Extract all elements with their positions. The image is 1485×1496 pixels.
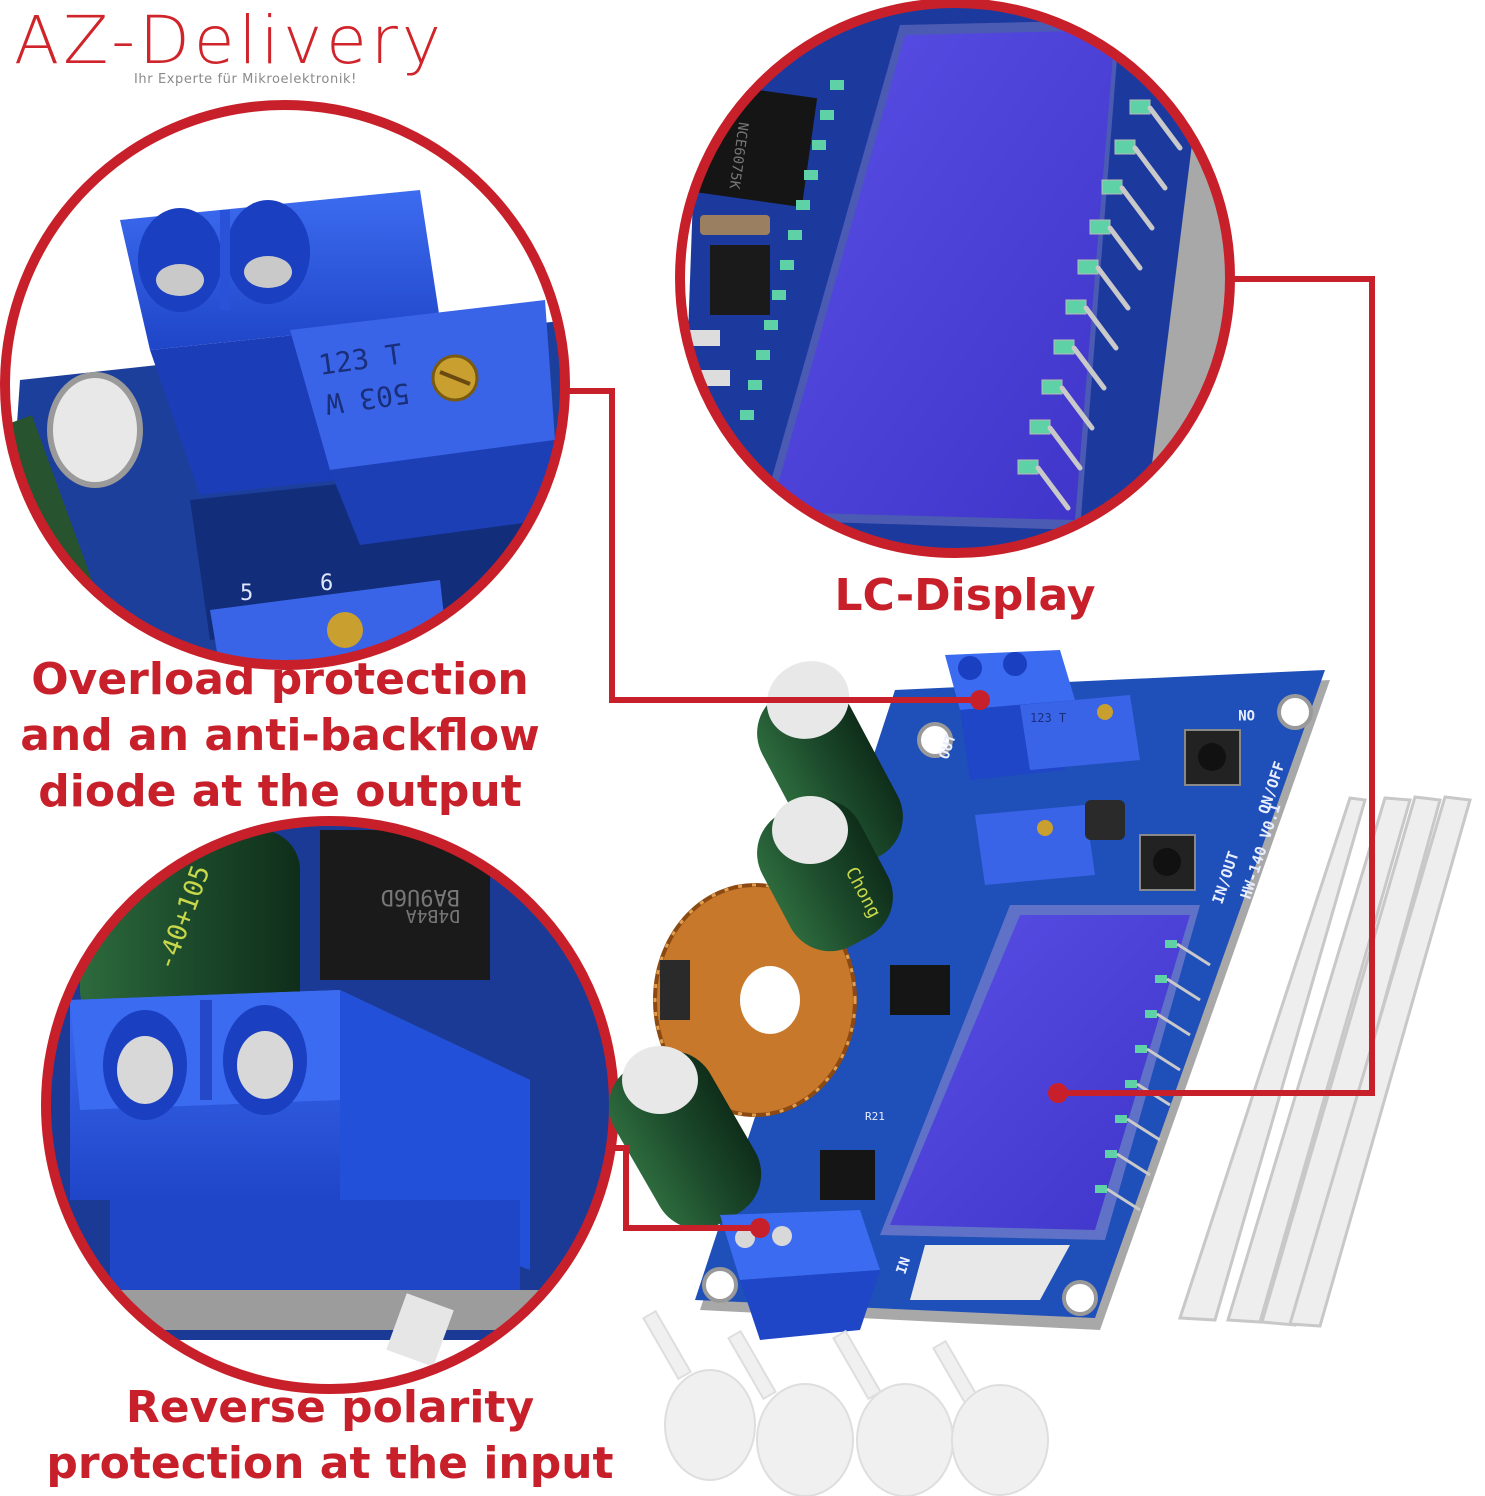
label-out: OUT xyxy=(937,732,960,761)
brand-header: AZ-Delivery Ihr Experte für Mikroelektro… xyxy=(14,8,484,88)
label-r21: R21 xyxy=(865,1110,885,1123)
mosfet-chip xyxy=(890,965,950,1015)
caption-line: and an anti-backflow xyxy=(20,710,540,761)
zoom-circle-output: 123 T 503 W 5 6 xyxy=(0,100,570,670)
caption-line: protection at the input xyxy=(46,1438,614,1489)
potentiometers: 123 T xyxy=(975,695,1140,885)
caption-line: Reverse polarity xyxy=(125,1382,535,1433)
caption-line: LC-Display xyxy=(834,570,1096,621)
svg-text:6: 6 xyxy=(320,571,333,596)
svg-text:5: 5 xyxy=(240,581,253,606)
caption-line: diode at the output xyxy=(38,766,522,817)
label-in: IN xyxy=(894,1255,914,1276)
label-on: ON xyxy=(1238,706,1255,722)
lcd-pin-header xyxy=(1017,99,1183,511)
caption-reverse-polarity: Reverse polarity protection at the input xyxy=(40,1380,620,1492)
brand-logo: AZ-Delivery xyxy=(14,2,445,79)
heatsinks xyxy=(1177,795,1472,1328)
zoom-circle-lcd: NCE6075K xyxy=(675,0,1235,558)
svg-text:D4B4A: D4B4A xyxy=(406,905,460,926)
lcd-screen xyxy=(770,30,1115,520)
plastic-standoffs xyxy=(642,1309,1049,1496)
zoom-circle-input: -40+105 BA9U6D D4B4A xyxy=(41,816,619,1394)
caption-overload: Overload protection and an anti-backflow… xyxy=(10,652,550,820)
callout-dot-reverse xyxy=(750,1218,770,1238)
callout-line-lcd xyxy=(1058,276,1375,1096)
capacitors: Chong xyxy=(608,661,903,1229)
hw140-board: Chong 123 T H xyxy=(608,650,1472,1340)
board-lcd xyxy=(880,905,1211,1300)
smd-inductor xyxy=(1085,800,1125,840)
tactile-buttons xyxy=(1139,729,1241,891)
brand-tagline: Ihr Experte für Mikroelektronik! xyxy=(134,72,357,87)
callout-dot-lcd xyxy=(1048,1083,1068,1103)
callout-line-overload xyxy=(562,388,980,703)
svg-text:123 T: 123 T xyxy=(1030,711,1066,725)
callout-dot-overload xyxy=(970,690,990,710)
diode-chip xyxy=(820,1150,875,1200)
caption-lcd: LC-Display xyxy=(820,570,1110,622)
diode-marking: BA9U6D xyxy=(381,884,460,909)
caption-line: Overload protection xyxy=(31,654,529,705)
callout-line-reverse xyxy=(612,1145,760,1231)
